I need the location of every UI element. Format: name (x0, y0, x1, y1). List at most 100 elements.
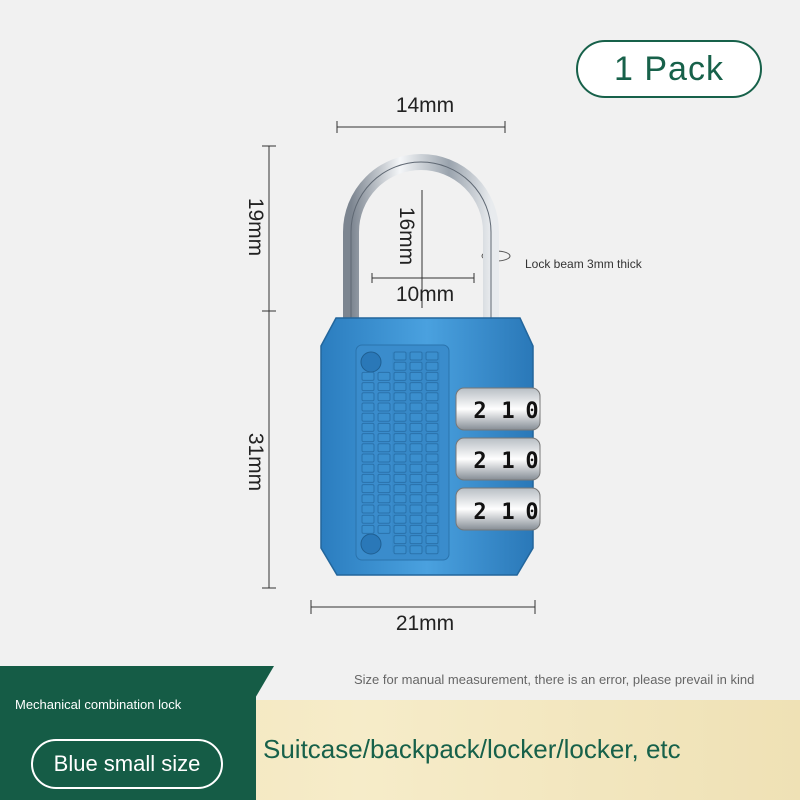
grip-cell (425, 473, 439, 483)
grip-cell (409, 484, 423, 494)
grip-cell (409, 453, 423, 463)
grip-cell (377, 382, 391, 392)
grip-cell (425, 351, 439, 361)
dial-1-digit-2: 1 (501, 399, 514, 424)
grip-cell (393, 453, 407, 463)
rivet-bottom (360, 533, 382, 555)
dimension-shackle-height: 19mm (244, 197, 267, 257)
grip-cell (361, 412, 375, 422)
grip-cell (377, 504, 391, 514)
grip-cell (377, 514, 391, 524)
grip-cell (425, 514, 439, 524)
grip-cell (425, 422, 439, 432)
grip-cell (409, 371, 423, 381)
grip-cell (393, 524, 407, 534)
grip-cell (377, 484, 391, 494)
grip-cell (425, 361, 439, 371)
grip-cell (393, 371, 407, 381)
grip-cell (377, 433, 391, 443)
grip-cell (425, 494, 439, 504)
grip-cell (393, 514, 407, 524)
grip-cell (377, 371, 391, 381)
grip-cell (409, 504, 423, 514)
grip-cell (361, 392, 375, 402)
grip-cell (393, 494, 407, 504)
grip-cell (425, 371, 439, 381)
grip-cell (377, 422, 391, 432)
grip-cell (425, 433, 439, 443)
grip-cell (425, 412, 439, 422)
grip-cell (425, 402, 439, 412)
grip-cell (425, 382, 439, 392)
dial-1-digit-3: 0 (525, 399, 538, 424)
dial-3-digit-3: 0 (525, 500, 538, 525)
pack-label: 1 Pack (614, 49, 724, 88)
grip-cell (377, 524, 391, 534)
grip-cell (425, 392, 439, 402)
grip-cell (361, 504, 375, 514)
grip-cell (409, 351, 423, 361)
grip-cell (361, 453, 375, 463)
dial-2-digit-1: 2 (473, 449, 486, 474)
grip-cell (425, 453, 439, 463)
grip-cell (377, 392, 391, 402)
grip-cell (425, 443, 439, 453)
grip-cell (409, 473, 423, 483)
dimension-inner-width: 10mm (395, 283, 455, 306)
grip-cell (393, 402, 407, 412)
grip-cell (361, 422, 375, 432)
grip-cell (393, 443, 407, 453)
size-option-label: Blue small size (53, 751, 201, 776)
grip-cell (409, 524, 423, 534)
grip-cell (425, 463, 439, 473)
dial-2-digit-2: 1 (501, 449, 514, 474)
grip-cell (409, 382, 423, 392)
dial-3-digit-2: 1 (501, 500, 514, 525)
dial-row-2: 2 1 0 (455, 437, 541, 481)
dimension-body-height: 31mm (244, 432, 267, 492)
grip-cell (409, 443, 423, 453)
dial-2-digit-3: 0 (525, 449, 538, 474)
dimension-top-width: 14mm (395, 94, 455, 117)
grip-cell (409, 412, 423, 422)
grip-cell (409, 361, 423, 371)
grip-cell (393, 412, 407, 422)
grip-cell (361, 433, 375, 443)
uses-text: Suitcase/backpack/locker/locker, etc (263, 734, 681, 764)
grip-cell (409, 494, 423, 504)
grip-cell (409, 422, 423, 432)
grip-cell (393, 433, 407, 443)
grip-cell (377, 402, 391, 412)
grip-cell (361, 473, 375, 483)
grip-cell (361, 371, 375, 381)
grip-cell (361, 484, 375, 494)
grip-cell (425, 545, 439, 555)
grip-cell (361, 494, 375, 504)
grip-cell (409, 392, 423, 402)
grip-cell (393, 484, 407, 494)
grip-cell (361, 524, 375, 534)
grip-cell (425, 504, 439, 514)
grip-cell (393, 504, 407, 514)
dial-row-3: 2 1 0 (455, 487, 541, 531)
dimension-body-width: 21mm (395, 612, 455, 635)
grip-cell (409, 545, 423, 555)
measurement-note: Size for manual measurement, there is an… (354, 672, 755, 687)
size-option-button[interactable]: Blue small size (31, 739, 223, 789)
pack-badge[interactable]: 1 Pack (576, 40, 762, 98)
grip-cell (361, 514, 375, 524)
grip-cell (361, 463, 375, 473)
grip-cell (377, 473, 391, 483)
grip-cell (393, 361, 407, 371)
grip-cell (425, 535, 439, 545)
grip-cell (409, 535, 423, 545)
grip-cell (393, 545, 407, 555)
lock-beam-note: Lock beam 3mm thick (525, 257, 642, 271)
grip-cell (393, 422, 407, 432)
dial-1-digit-1: 2 (473, 399, 486, 424)
dimension-inner-height: 16mm (395, 206, 418, 266)
grip-cell (409, 463, 423, 473)
grip-cell (361, 402, 375, 412)
